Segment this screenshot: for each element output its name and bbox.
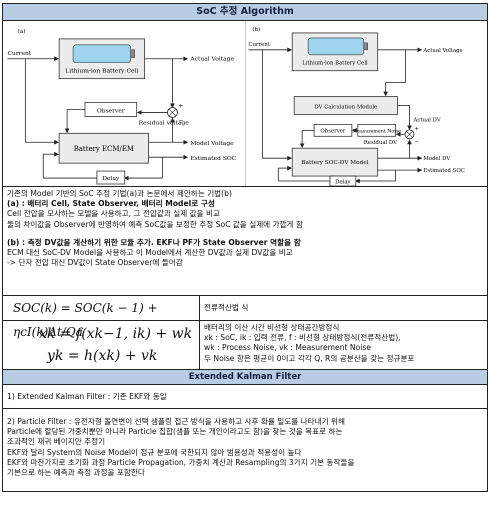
estimated-soc-label-a: Estimated SOC <box>190 155 236 162</box>
svg-text:−: − <box>414 139 419 145</box>
ekf-item-2: 2) Particle Filter : 유전자형 돌연변이 선택 샘플링 접근… <box>3 409 487 491</box>
actual-voltage-label-b: Actual Voltage <box>422 48 462 54</box>
intro-text: 기존의 Model 기반의 SoC 추정 기법(a)과 논문에서 제안하는 기법… <box>7 189 232 198</box>
model-voltage-label-a: Model Voltage <box>190 140 234 147</box>
observer-label-a: Observer <box>97 107 125 114</box>
delay-label-b: Delay <box>335 180 351 186</box>
state-desc-2: xk : SoC, ik : 입력 전류, f : 비선형 상태방정식(전류적산… <box>204 333 401 343</box>
diagram-a: (a) Lithium-ion Battery Cell Current Act… <box>3 21 245 186</box>
residual-label-b: Residual DV <box>363 140 396 146</box>
measurement-noise-label-b: Measurement Noise <box>352 128 401 134</box>
current-label-b: Current <box>248 42 270 48</box>
dv-calc-label-b: DV Calculation Module <box>314 104 377 110</box>
current-label-a: Current <box>7 50 31 57</box>
method-b-title: (b) : 측정 DV값을 계산하기 위한 모듈 추가. EKF나 PF가 St… <box>7 237 301 247</box>
battery-icon-a <box>72 44 132 64</box>
method-a-line-1: Cell 전압을 모사하는 모델을 사용하고, 그 전압값과 실제 값을 비교 <box>7 209 220 219</box>
diagram-row: (a) Lithium-ion Battery Cell Current Act… <box>3 21 487 187</box>
diagram-a-tag: (a) <box>17 28 25 35</box>
delay-box-b <box>329 175 356 186</box>
pf-line-1: 2) Particle Filter : 유전자형 돌연변이 선택 샘플링 접근… <box>7 417 345 426</box>
soc-formula: SOC(k) = SOC(k − 1) + ηcI(k)Δt/Qa <box>3 296 200 339</box>
measurement-noise-box-b <box>356 123 396 137</box>
section-header-ekf: Extended Kalman Filter <box>3 370 487 385</box>
cell-label-a: Lithium-ion Battery Cell <box>65 68 138 75</box>
method-b-line-1: ECM 대신 SoC-DV Model을 사용하고 이 Model에서 계산한 … <box>7 248 293 258</box>
pf-line-5: EKF와 마찬가지로 초기화 과정 Particle Propagation, … <box>7 457 355 467</box>
soc-formula-desc: 전류적산법 식 <box>204 303 249 312</box>
diagram-b: (b) Lithium-ion Battery Cell Current Act… <box>244 21 488 186</box>
diagram-b-tag: (b) <box>252 26 260 33</box>
soc-equation-row: SOC(k) = SOC(k − 1) + ηcI(k)Δt/Qa 전류적산법 … <box>3 296 487 339</box>
section-header-soc: SoC 추정 Algorithm <box>3 4 487 21</box>
method-a-title: (a) : 배터리 Cell, State Observer, 배터리 Mode… <box>7 199 215 209</box>
battery-icon-b <box>307 37 364 56</box>
state-desc-1: 배터리의 이산 시간 비선형 상태공간방정식 <box>204 323 340 332</box>
pf-line-2: Particle에 할당된 가중치뿐만 아니라 Particle 집합(샘플 또… <box>7 427 343 437</box>
svg-text:+: + <box>414 126 419 132</box>
state-equation: xk = f(xk−1, ik) + wk <box>39 326 193 342</box>
state-space-row: xk = f(xk−1, ik) + wk yk = h(xk) + vk 배터… <box>3 321 487 370</box>
svg-text:+: + <box>178 102 183 109</box>
residual-label-a: Residual voltage <box>139 119 190 126</box>
pf-line-3: 조과적인 재귀 베이지안 추정기 <box>7 437 106 447</box>
method-a-line-2: 둘의 차이값을 Observer에 반영하여 예측 SoC값을 보정한 추정 S… <box>7 219 303 229</box>
document-table: SoC 추정 Algorithm (a) Lithium-ion Battery… <box>2 3 488 492</box>
ekf-item-1: 1) Extended Kalman Filter : 기존 EKF와 동일 <box>3 385 487 409</box>
delay-label-a: Delay <box>102 175 120 182</box>
observation-equation: yk = h(xk) + vk <box>47 348 158 364</box>
state-space-desc: 배터리의 이산 시간 비선형 상태공간방정식 xk : SoC, ik : 입력… <box>200 321 487 369</box>
pf-line-6: 기본으로 하는 예측과 측정 과정을 포함한다 <box>7 468 145 478</box>
ecm-label-a: Battery ECM/EM <box>74 145 134 153</box>
state-space-equations: xk = f(xk−1, ik) + wk yk = h(xk) + vk <box>3 321 200 369</box>
method-b-line-2: -> 단자 전압 대신 DV값이 State Observer에 들어감 <box>7 258 183 268</box>
actual-dv-label-b: Actual DV <box>412 117 440 123</box>
estimated-soc-label-b: Estimated SOC <box>423 168 464 174</box>
soc-dv-model-box-b <box>291 147 378 177</box>
state-desc-3: wk : Process Noise, vk : Measurement Noi… <box>204 343 371 353</box>
soc-dv-model-label-b: Battery SOC-DV Model <box>301 160 368 166</box>
svg-text:−: − <box>178 117 183 124</box>
ecm-box-a <box>58 132 149 164</box>
state-desc-4: 두 Noise 항은 평균이 0이고 각각 Q, R의 공분산을 갖는 정규분포 <box>204 353 415 363</box>
observer-label-b: Observer <box>320 128 346 134</box>
pf-line-4: EKF와 달리 System의 Noise Model이 정규 분포에 국한되지… <box>7 447 302 457</box>
delay-box-a <box>96 170 126 185</box>
actual-voltage-label-a: Actual Voltage <box>189 56 234 63</box>
model-dv-label-b: Model DV <box>423 156 450 162</box>
cell-label-b: Lithium-ion Battery Cell <box>302 61 368 67</box>
description-block: 기존의 Model 기반의 SoC 추정 기법(a)과 논문에서 제안하는 기법… <box>3 187 487 296</box>
